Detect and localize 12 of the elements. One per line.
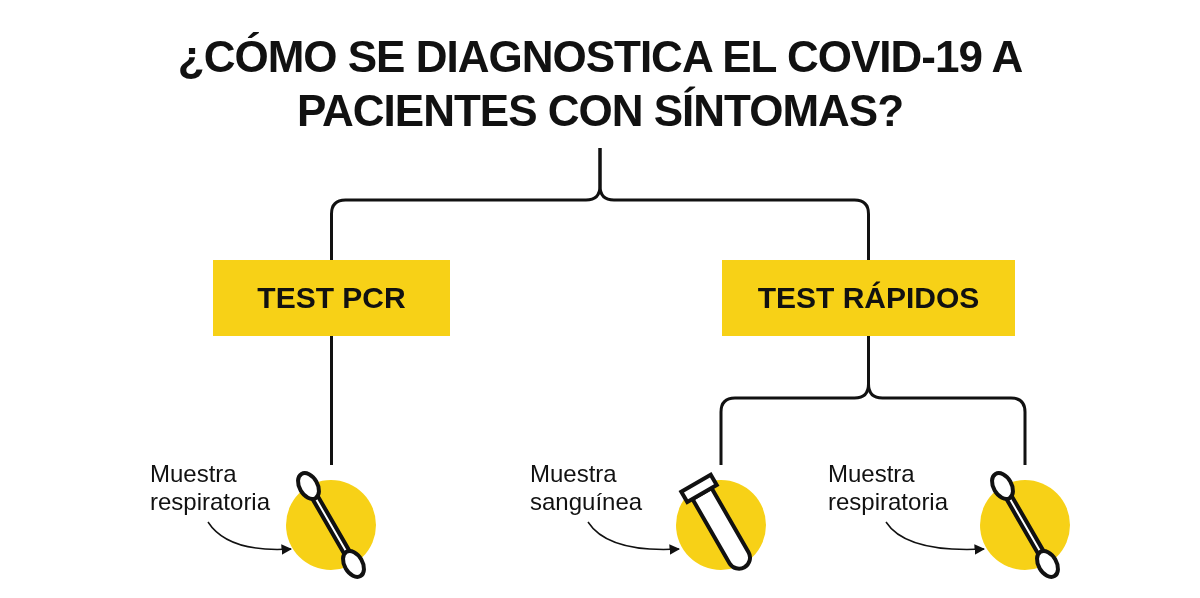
connector-line: [867, 336, 1027, 465]
title-heading: ¿CÓMO SE DIAGNOSTICA EL COVID-19 A PACIENTES CON SÍNTOMAS?: [100, 30, 1100, 138]
pointer-arrow: [207, 521, 293, 555]
sample-label: Muestra respiratoria: [150, 460, 290, 516]
sample-label: Muestra sanguínea: [530, 460, 660, 516]
pointer-arrow: [885, 521, 986, 555]
connector-line: [330, 336, 333, 465]
test-type-box: TEST RÁPIDOS: [722, 260, 1015, 336]
pointer-arrow: [587, 521, 681, 555]
test-type-box: TEST PCR: [213, 260, 450, 336]
connector-line: [598, 148, 870, 260]
sample-label: Muestra respiratoria: [828, 460, 968, 516]
